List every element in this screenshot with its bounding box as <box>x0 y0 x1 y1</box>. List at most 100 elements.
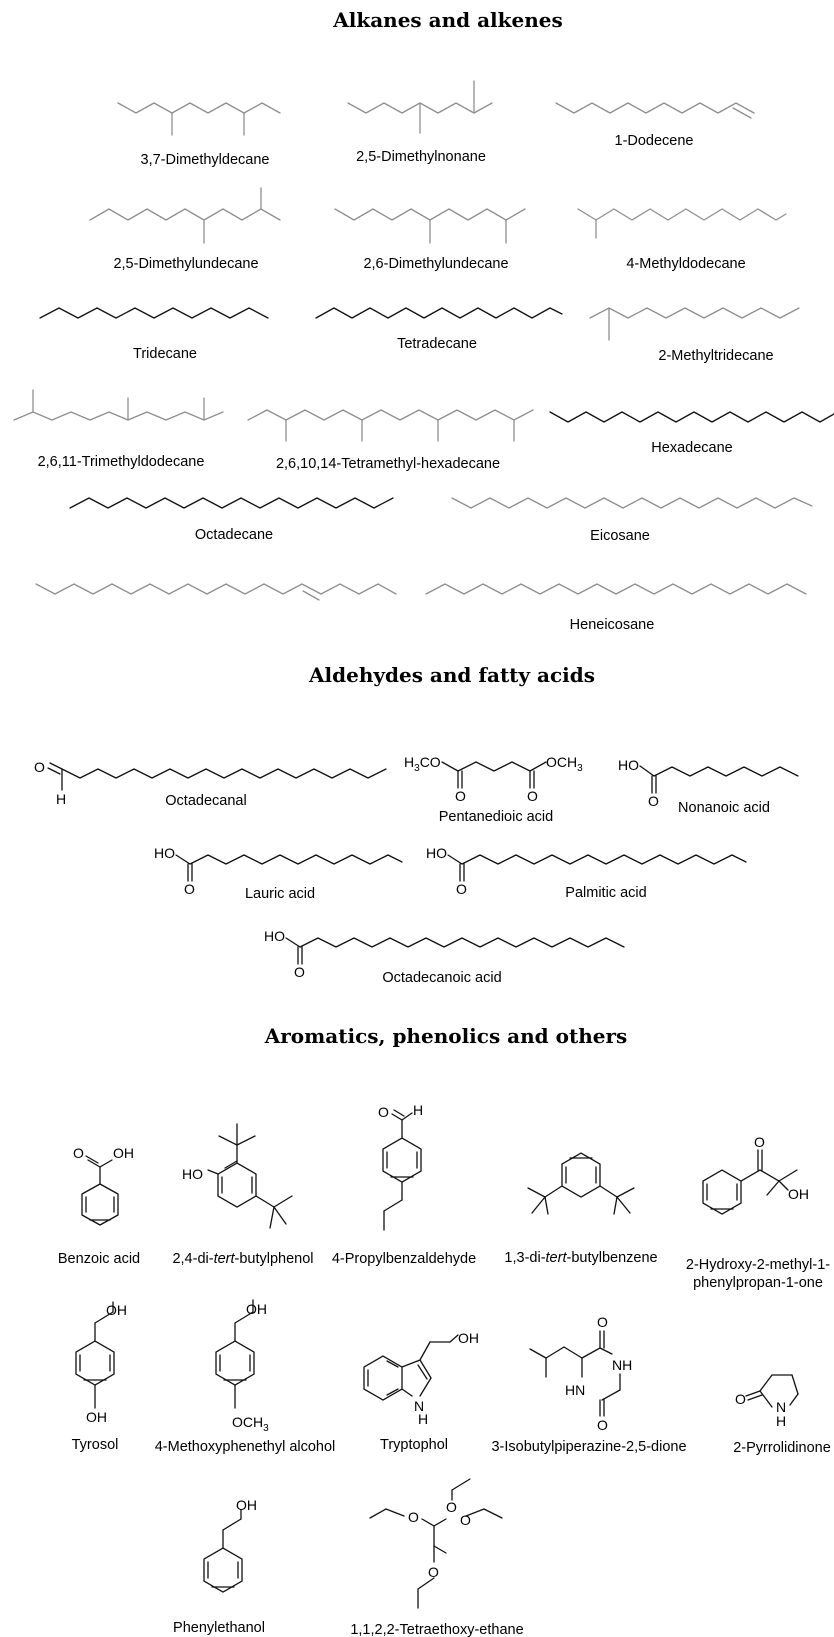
compound-label: Lauric acid <box>245 886 315 902</box>
atom-label: HO <box>182 1166 203 1182</box>
compound-label: 1-Dodecene <box>615 133 694 149</box>
compound-label: Tridecane <box>133 346 197 362</box>
structure-lauric-acid <box>175 854 403 882</box>
section-title-aldehydes: Aldehydes and fatty acids <box>308 663 595 687</box>
compound-label: Benzoic acid <box>58 1251 140 1267</box>
section-title-aromatics: Aromatics, phenolics and others <box>264 1024 628 1048</box>
atom-label: H <box>56 791 66 807</box>
compound-label: 2,6,10,14-Tetramethyl-hexadecane <box>276 456 500 472</box>
atom-label: OCH3 <box>546 754 583 774</box>
atom-label: OH <box>236 1497 257 1513</box>
compound-label: Octadecanoic acid <box>382 970 501 986</box>
structure-2-5-dimethylnonane <box>347 80 493 134</box>
compound-label: Tyrosol <box>72 1437 119 1453</box>
atom-label: HO <box>154 845 175 861</box>
atom-label: O <box>408 1509 419 1525</box>
compound-label: Octadecanal <box>165 793 246 809</box>
atom-label: O <box>378 1104 389 1120</box>
compound-label: 4-Propylbenzaldehyde <box>332 1251 476 1267</box>
structure-eicosane <box>451 497 813 509</box>
structure-hexadecane <box>549 411 834 423</box>
atom-label: HO <box>264 928 285 944</box>
structure-octadecane <box>69 497 394 509</box>
compound-label: 4-Methoxyphenethyl alcohol <box>155 1439 336 1455</box>
atom-label: O <box>34 759 45 775</box>
atom-label: OH <box>106 1302 127 1318</box>
atom-label: HO <box>426 845 447 861</box>
structure-2-6-11-trimethyldodecane <box>13 389 224 421</box>
compound-label: Tryptophol <box>380 1437 448 1453</box>
structure-tyrosol <box>75 1301 115 1409</box>
compound-label: 3,7-Dimethyldecane <box>141 152 270 168</box>
compound-label: 2,6-Dimethylundecane <box>363 256 508 272</box>
atom-label: NH <box>612 1357 632 1373</box>
structure-octadecanal <box>47 762 387 791</box>
structure-4-propylbenzaldehyde <box>382 1109 422 1231</box>
structure-2-methyltridecane <box>589 307 800 341</box>
compound-label: Tetradecane <box>397 336 477 352</box>
compound-label: Octadecane <box>195 527 273 543</box>
structure-heneicosane <box>425 583 807 595</box>
atom-label: O <box>460 1512 471 1528</box>
atom-label: O <box>456 881 467 897</box>
atom-label: H <box>418 1411 428 1427</box>
atom-label: HO <box>618 757 639 773</box>
structure-3-isobutylpiperazine-2-5-dione <box>529 1330 621 1417</box>
atom-label: O <box>648 793 659 809</box>
structure-2-4-di-tert-butylphenol <box>207 1123 293 1229</box>
compound-label: 2,5-Dimethylundecane <box>113 256 258 272</box>
section-title-alkanes: Alkanes and alkenes <box>332 8 563 32</box>
compound-label: Heneicosane <box>570 617 655 633</box>
compound-label: 2-Methyltridecane <box>658 348 773 364</box>
atom-label: H3CO <box>404 754 441 774</box>
structure-tridecane <box>39 307 269 319</box>
compound-label: phenylpropan-1-one <box>693 1275 823 1291</box>
compound-label: 2,6,11-Trimethyldodecane <box>38 454 205 470</box>
structure-2-pyrrolidinone <box>745 1374 799 1408</box>
structure-1-3-di-tert-butylbenzene <box>527 1152 635 1215</box>
compound-label: Hexadecane <box>651 440 732 456</box>
structure-4-methyldodecane <box>577 208 787 239</box>
structure-2-hydroxy-2-methyl-1-phenylpropan-1-one <box>702 1149 798 1215</box>
compound-label: 1,3-di-tert-butylbenzene <box>504 1250 657 1266</box>
atom-label: O <box>446 1499 457 1515</box>
atom-label: O <box>455 788 466 804</box>
atom-label: N <box>776 1399 786 1415</box>
compound-label: 3-Isobutylpiperazine-2,5-dione <box>491 1439 686 1455</box>
structure-octadecanoic-acid <box>285 937 625 965</box>
atom-label: O <box>754 1134 765 1150</box>
structure-3-7-dimethyldecane <box>117 102 281 136</box>
structure-pentanedioic-acid <box>441 761 547 789</box>
atom-label: HN <box>565 1382 585 1398</box>
structure-tetradecane <box>315 307 563 319</box>
atom-label: OH <box>788 1186 809 1202</box>
atom-label: O <box>597 1417 608 1433</box>
structure-2-6-dimethylundecane <box>334 208 526 244</box>
compound-label: Eicosane <box>590 528 650 544</box>
compound-label: Nonanoic acid <box>678 800 770 816</box>
structure-benzoic-acid <box>81 1155 119 1226</box>
atom-label: O <box>294 964 305 980</box>
compound-label: Phenylethanol <box>173 1620 265 1636</box>
structure-tryptophol <box>363 1334 459 1401</box>
structure-1-1-2-2-tetraethoxyethane <box>369 1478 503 1609</box>
compound-label: 2,4-di-tert-butylphenol <box>172 1251 313 1267</box>
atom-label: OH <box>458 1330 479 1346</box>
compound-label: 1,1,2,2-Tetraethoxy-ethane <box>350 1622 523 1637</box>
structure-phenylethanol <box>203 1509 243 1593</box>
structure-1-dodecene <box>555 102 755 119</box>
atom-label: OH <box>246 1301 267 1317</box>
compound-label: 2-Pyrrolidinone <box>733 1440 831 1456</box>
compound-label: 4-Methyldodecane <box>626 256 745 272</box>
structure-unlabeled-alkene <box>35 583 397 601</box>
compound-label: 2,5-Dimethylnonane <box>356 149 486 165</box>
atom-label: O <box>184 881 195 897</box>
atom-label: O <box>735 1391 746 1407</box>
atom-label: O <box>428 1564 439 1580</box>
atom-label: O <box>527 788 538 804</box>
atom-label: O <box>597 1314 608 1330</box>
compound-label: Pentanedioic acid <box>439 809 553 825</box>
atom-label: OCH3 <box>232 1414 269 1434</box>
